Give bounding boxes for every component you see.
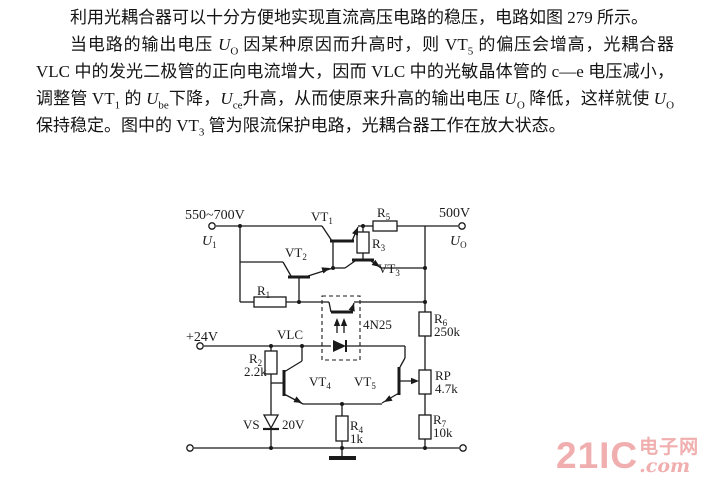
resistor-R7 — [418, 414, 432, 440]
paragraph-2: 当电路的输出电压 UO 因某种原因而升高时，则 VT5 的偏压会增高，光耦合器 … — [36, 35, 675, 139]
arrow-vt3-emitter — [371, 259, 380, 267]
junction-dot — [423, 300, 427, 304]
wire — [321, 225, 333, 242]
label-R1: R1 — [257, 283, 270, 300]
label-U1: U1 — [202, 234, 217, 250]
label-20V: 20V — [282, 417, 305, 432]
label-VT1: VT1 — [311, 209, 333, 226]
arrow-vt4-emitter — [293, 396, 302, 403]
resistor-R6 — [418, 311, 432, 337]
led-triangle — [333, 340, 346, 352]
circuit-components — [186, 220, 467, 460]
arrow-vt2-emitter — [321, 267, 330, 274]
watermark: 21IC 电子网 .com — [556, 435, 700, 477]
junction-dot — [340, 402, 344, 406]
label-VT4: VT4 — [309, 374, 331, 391]
junction-dot — [423, 266, 427, 270]
label-VT3: VT3 — [378, 261, 400, 278]
label-RP: RP — [435, 368, 451, 383]
label-R5: R5 — [377, 205, 391, 222]
label-250k: 250k — [434, 324, 461, 339]
label-4N25: 4N25 — [363, 317, 392, 332]
junction-dot — [269, 446, 273, 450]
arrow-vt5-emitter — [384, 395, 393, 402]
label-R3: R3 — [372, 236, 386, 253]
zener-triangle — [262, 414, 280, 430]
resistor-R4 — [335, 415, 349, 442]
label-VT5: VT5 — [354, 374, 376, 391]
resistor-R3 — [356, 231, 370, 254]
wire — [307, 267, 334, 277]
arrow-light — [340, 318, 348, 326]
terminal-gnd-right — [459, 444, 467, 452]
terminal-uo — [458, 222, 466, 230]
wire — [399, 357, 406, 368]
label-10k: 10k — [433, 425, 453, 440]
wire — [328, 301, 332, 313]
resistor-R1 — [253, 296, 287, 308]
wire — [283, 360, 303, 373]
arrow-photo-emitter — [348, 303, 355, 312]
resistor-R2 — [264, 350, 278, 375]
terminal-gnd-left — [186, 444, 194, 452]
label-22k: 2.2k — [244, 364, 267, 379]
junction-dot — [297, 300, 301, 304]
watermark-com: .com — [639, 455, 691, 477]
label-47k: 4.7k — [435, 381, 458, 396]
watermark-brand: 21IC — [556, 435, 639, 476]
junction-dot — [361, 224, 365, 228]
label-VLC: VLC — [277, 327, 303, 342]
junction-dot — [340, 446, 344, 450]
arrow-rp-wiper — [411, 377, 419, 385]
arrow-vt1-emitter — [352, 227, 358, 236]
label-1k: 1k — [350, 431, 364, 446]
label-VS: VS — [243, 417, 260, 432]
label-24V: +24V — [186, 330, 218, 345]
junction-dot — [423, 446, 427, 450]
paragraph-1: 利用光耦合器可以十分方便地实现直流高压电路的稳压，电路如图 279 所示。 — [70, 8, 648, 27]
watermark-cjk: 电子网 — [639, 437, 700, 458]
resistor-R5 — [372, 220, 398, 232]
terminal-p24 — [196, 342, 204, 350]
label-500V: 500V — [439, 206, 470, 221]
body-text: 利用光耦合器可以十分方便地实现直流高压电路的稳压，电路如图 279 所示。 当电… — [36, 4, 674, 139]
junction-dot — [238, 224, 242, 228]
resistor-RP — [418, 369, 432, 395]
junction-dot — [300, 344, 304, 348]
label-550700V: 550~700V — [185, 208, 245, 223]
junction-dot — [331, 266, 335, 270]
junction-dot — [269, 344, 273, 348]
terminal-u1 — [208, 222, 216, 230]
label-VT2: VT2 — [285, 245, 307, 262]
optocoupler-box — [321, 295, 361, 361]
wire — [344, 260, 356, 269]
wire — [282, 261, 292, 277]
label-UO: UO — [450, 234, 467, 250]
arrow-light — [333, 318, 341, 326]
